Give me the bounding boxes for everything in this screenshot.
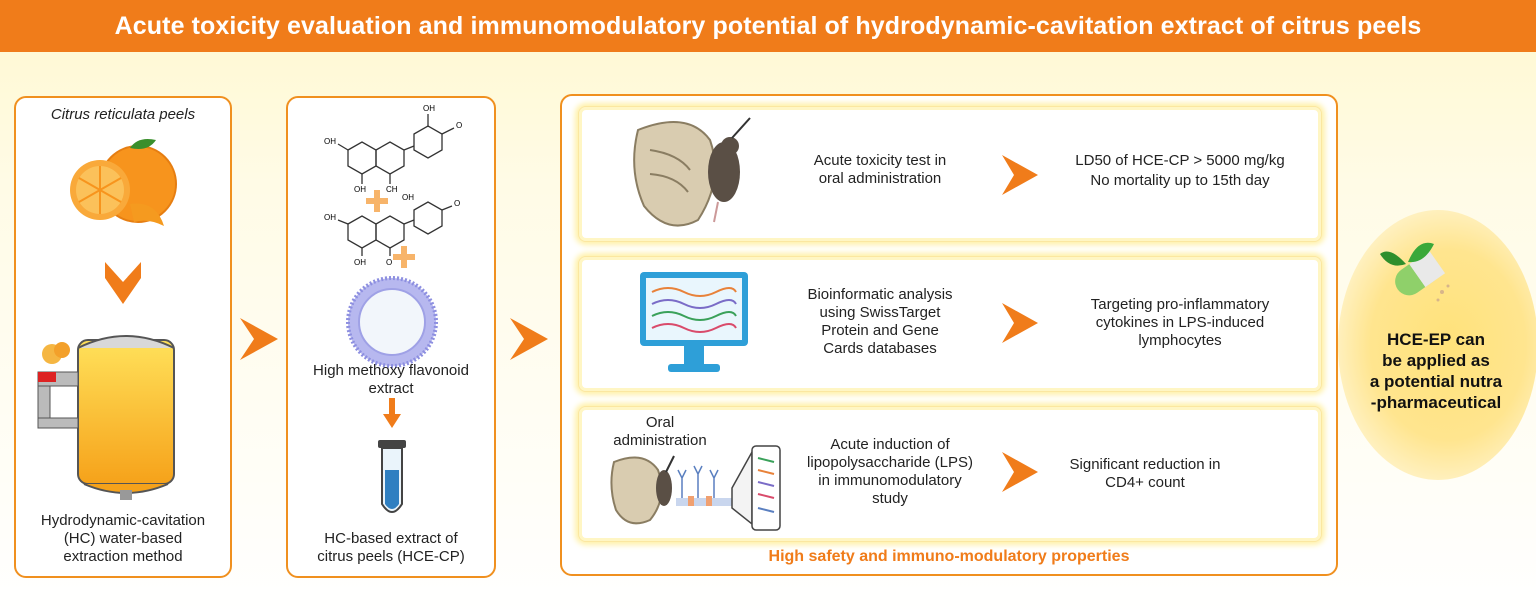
conclusion-line-4: -pharmaceutical [1370,393,1502,412]
row3-test-2: lipopolysaccharide (LPS) [807,454,973,471]
chem-o-3: O [386,258,392,267]
chem-ch3-1: CH [386,185,398,194]
extraction-tank-icon [37,335,175,500]
row2-result-3: lymphocytes [1138,332,1222,349]
chem-oh-4: OH [402,193,414,202]
source-label: Citrus reticulata peels [50,106,196,123]
arrow-down-icon [383,398,401,428]
conclusion-glow [1338,210,1536,480]
capsule-leaf-icon [1380,242,1450,302]
method-label-3: extraction method [63,548,183,565]
conclusion-line-3: a potential nutra [1369,372,1503,391]
row3-result-1: Significant reduction in [1069,456,1221,473]
chem-oh-5: OH [324,213,336,222]
chem-oh-2: OH [324,137,336,146]
row3-test-1: Acute induction of [830,436,950,453]
test-tube-icon [378,440,406,513]
chevron-right-icon-3 [1002,155,1038,195]
chem-o-1: O [456,121,462,130]
chevron-down-icon [105,262,141,304]
flavonoid-label-2: extract [368,380,414,397]
row1-test-2: oral administration [818,170,942,187]
chevron-right-icon-2 [510,318,548,360]
row3-result-2: CD4+ count [1105,474,1185,491]
extract-label-1: HC-based extract of [324,530,458,547]
lymphocyte-receptor-icon [676,445,781,531]
extract-label-2: citrus peels (HCE-CP) [317,548,465,565]
conclusion-line-1: HCE-EP can [1387,330,1485,349]
computer-monitor-icon [640,272,748,372]
chevron-right-icon-4 [1002,303,1038,343]
chem-oh-1: OH [423,104,435,113]
studies-footer: High safety and immuno-modulatory proper… [768,548,1130,565]
chevron-right-icon-5 [1002,452,1038,492]
chem-o-2: O [454,199,460,208]
row1-test-1: Acute toxicity test in [813,152,947,169]
method-label-1: Hydrodynamic-cavitation [40,512,206,529]
mouse-in-hand-icon [633,117,751,227]
row2-test-1: Bioinformatic analysis [807,286,953,303]
method-label-2: (HC) water-based [63,530,183,547]
chevron-right-icon [240,318,278,360]
flavonoid-structure-2: OH O OH OH O [324,193,460,267]
oral-administration-icon [610,455,675,525]
conclusion-line-2: be applied as [1382,351,1490,370]
row3-test-3: in immunomodulatory [818,472,962,489]
row2-test-2: using SwissTarget [819,304,941,321]
chem-oh-6: OH [354,258,366,267]
conclusion-text: HCE-EP can be applied as a potential nut… [1354,329,1518,413]
study-row-lps [578,406,1322,542]
row1-result-1: LD50 of HCE-CP > 5000 mg/kg [1075,152,1285,169]
row3-test-4: study [872,490,908,507]
banner-title: Acute toxicity evaluation and immunomodu… [114,11,1422,40]
row2-test-3: Protein and Gene [821,322,939,339]
row1-result-2: No mortality up to 15th day [1090,172,1270,189]
plus-icon [366,190,388,212]
banner: Acute toxicity evaluation and immunomodu… [0,0,1536,52]
flavonoid-structure-1: OH O OH OH CH [324,104,462,194]
liposome-icon [346,276,438,368]
plus-icon-2 [393,246,415,268]
row2-result-2: cytokines in LPS-induced [1095,314,1265,331]
orange-icon [70,139,177,226]
row3-side-2: administration [613,432,707,449]
row2-result-1: Targeting pro-inflammatory [1090,296,1270,313]
chem-oh-3: OH [354,185,366,194]
row2-test-4: Cards databases [823,340,937,357]
row3-side-1: Oral [645,414,675,431]
flavonoid-label-1: High methoxy flavonoid [313,362,469,379]
